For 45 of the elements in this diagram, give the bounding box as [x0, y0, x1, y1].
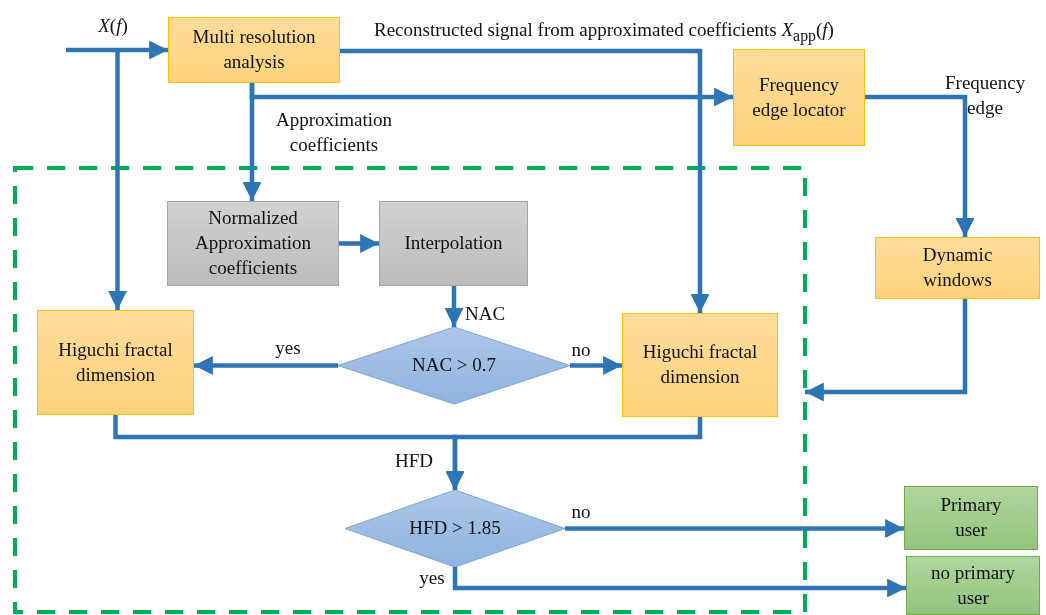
node-label: Frequency edge locator [751, 72, 847, 122]
decision-diamond [338, 327, 570, 404]
arrow [445, 417, 703, 490]
arrow [565, 519, 904, 538]
arrow [805, 299, 968, 402]
arrow [865, 94, 975, 237]
arrow [570, 356, 622, 375]
edge-label: Frequency edge [945, 71, 1025, 120]
process-box [168, 17, 340, 83]
node-label: Higuchi fractal dimension [641, 340, 759, 389]
edge-label: Approximation coefficients [274, 108, 394, 157]
node-label: Dynamic windows [921, 243, 994, 292]
edge-label: HFD [395, 449, 433, 473]
arrow [444, 286, 464, 327]
node-label: no primary user [930, 560, 1016, 610]
node-label: Multi resolution analysis [191, 25, 317, 74]
process-box [875, 237, 1040, 299]
node-label: Primary user [939, 493, 1003, 542]
arrow [340, 48, 710, 313]
process-box [622, 313, 778, 417]
arrow [66, 40, 168, 60]
process-box [167, 201, 339, 286]
edge-label: NAC [465, 302, 506, 326]
edge-label: Reconstructed signal from approximated coefficients X$_{app}$(f) [374, 18, 834, 47]
arrow [242, 83, 262, 201]
node-label: Higuchi fractal dimension [57, 337, 174, 387]
node-label: NAC > 0.7 [410, 353, 498, 378]
process-box [733, 49, 865, 146]
edge-label: yes [419, 566, 445, 590]
arrow [339, 234, 379, 253]
edge-label: yes [275, 336, 301, 360]
edge-label: no [571, 500, 591, 524]
decision-diamond [345, 490, 565, 567]
node-label: HFD > 1.85 [408, 516, 502, 541]
edge-label: no [571, 338, 591, 362]
edge-label: X(f) [98, 14, 128, 38]
arrow [194, 356, 338, 375]
process-box [37, 310, 194, 415]
result-box [904, 486, 1038, 550]
process-box [379, 201, 528, 286]
node-label: Interpolation [403, 231, 504, 256]
arrow [108, 51, 127, 310]
node-label: Normalized Approximation coefficients [193, 206, 313, 280]
arrow [452, 567, 906, 598]
result-box [906, 556, 1040, 615]
